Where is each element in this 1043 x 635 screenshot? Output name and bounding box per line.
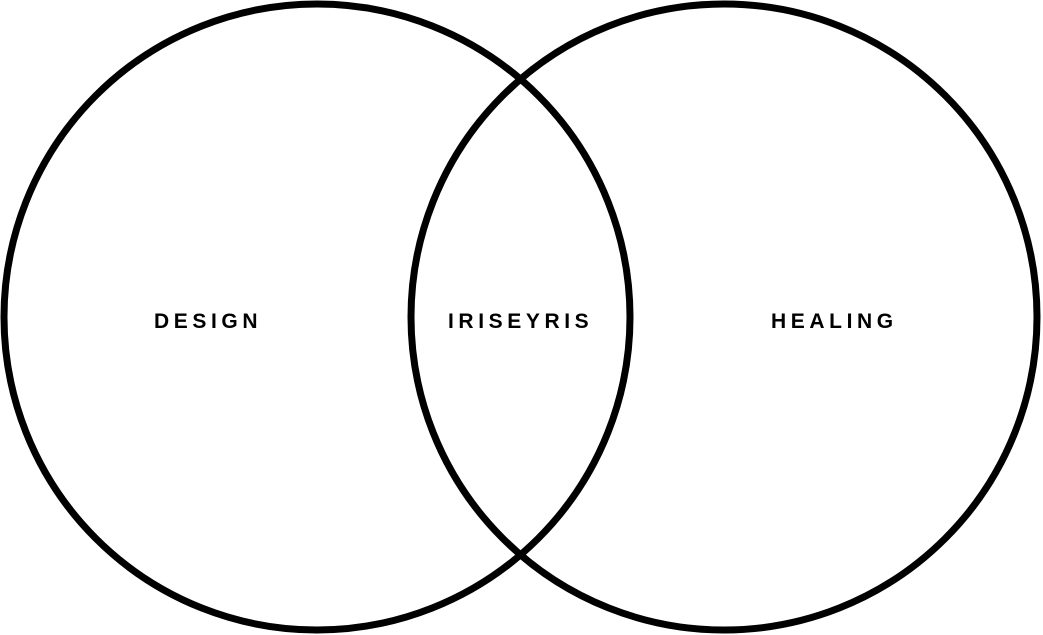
venn-circle-left bbox=[0, 0, 634, 634]
venn-circle-right bbox=[407, 0, 1041, 634]
set-label-design: DESIGN bbox=[154, 310, 263, 333]
set-label-healing: HEALING bbox=[771, 310, 898, 333]
intersection-label: IRISEYRIS bbox=[448, 310, 594, 333]
